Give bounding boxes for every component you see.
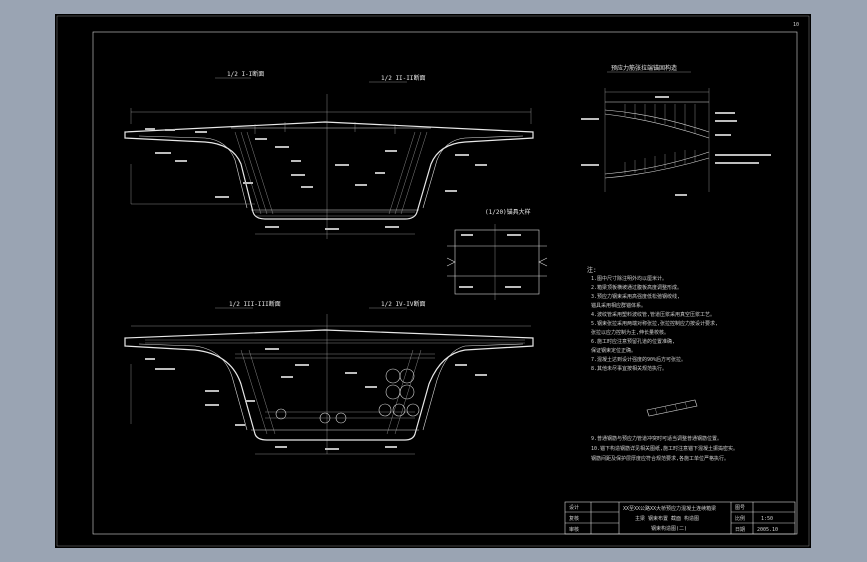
page-number: 10 [793,22,799,28]
title-right-value: 1:50 [761,516,773,522]
prestress-duct-group [275,368,420,424]
note-line: 2.箱梁顶板横坡通过腹板高度调整形成。 [591,284,682,291]
note-line: 7.混凝土达到设计强度的90%后方可张拉。 [591,356,686,363]
note-line: 9.普通钢筋与预应力管道冲突时可适当调整普通钢筋位置。 [591,435,722,442]
rebar-sketch [646,399,698,417]
outer-border [56,15,810,547]
title-right-value: 2005.10 [757,527,778,533]
note-line: 保证钢束定位正确。 [591,347,636,354]
title-block: 设计 复核 审核 XX至XX公路XX大桥预应力混凝土连续箱梁 主梁 钢束布置 截… [564,501,796,535]
drawing-title-line: XX至XX公路XX大桥预应力混凝土连续箱梁 [623,505,716,512]
drawing-frame: 10 1/2 I-I断面 1/2 II-II断面 [55,14,811,548]
upper-box-girder-section: 1/2 I-I断面 1/2 II-II断面 [124,70,534,239]
section-title-3: 1/2 III-III断面 [229,300,281,308]
title-left-label: 设计 [569,504,579,511]
small-detail-title: (1/20)锚具大样 [485,208,531,216]
section-title-2: 1/2 II-II断面 [381,74,426,82]
note-line: 8.其他未尽事宜按相关规范执行。 [591,365,667,372]
title-right-label: 比例 [735,515,745,522]
drawing-title-line: 钢束构造图(二) [651,525,687,532]
note-line: 3.预应力钢束采用高强度低松弛钢绞线, [591,293,680,300]
section-title-4: 1/2 IV-IV断面 [381,300,426,308]
note-line: 张拉以应力控制为主,伸长量校核。 [591,329,669,336]
note-line: 6.施工时应注意预留孔道的位置准确, [591,338,675,345]
note-line: 钢筋间距及保护层厚度应符合规范要求,各施工单位严格执行。 [591,455,729,462]
design-notes: 注: 1.图中尺寸除注明外均以厘米计。 2.箱梁顶板横坡通过腹板高度调整形成。 … [587,266,738,462]
title-left-label: 审核 [569,526,579,533]
title-right-label: 日期 [735,527,745,533]
detail-title: 预应力筋张拉端锚固构造 [611,64,677,72]
anchor-detail: (1/20)锚具大样 [446,208,548,300]
cad-drawing-sheet: 10 1/2 I-I断面 1/2 II-II断面 [56,15,810,547]
note-line: 1.图中尺寸除注明外均以厘米计。 [591,275,667,282]
note-line: 4.波纹管采用塑料波纹管,管道压浆采用真空压浆工艺。 [591,311,715,318]
notes-header: 注: [587,266,597,274]
note-line: 锚具采用相应群锚体系。 [591,302,646,309]
note-line: 5.钢束张拉采用两端对称张拉,张拉控制应力按设计要求, [591,320,718,327]
note-line: 10.锚下构造钢筋详见相关图纸,施工时注意锚下混凝土振捣密实。 [591,445,738,452]
tendon-anchorage-detail: 预应力筋张拉端锚固构造 [581,64,771,196]
inner-border [92,31,798,535]
title-right-label: 图号 [735,505,745,511]
drawing-title-line: 主梁 钢束布置 截面 构造图 [635,515,699,522]
section-title-1: 1/2 I-I断面 [227,70,264,78]
title-left-label: 复核 [569,515,579,522]
lower-box-girder-section: 1/2 III-III断面 1/2 IV-IV断面 [124,300,534,455]
